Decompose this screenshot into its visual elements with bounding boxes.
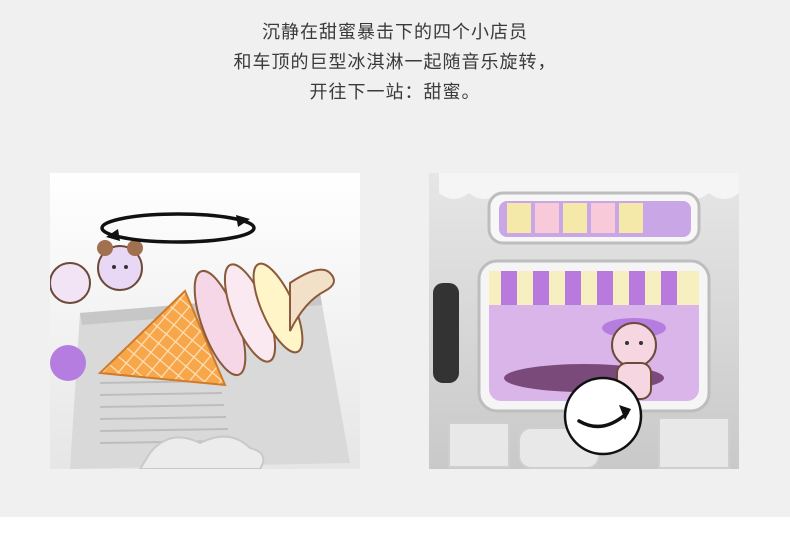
bottom-band bbox=[0, 517, 790, 537]
caption: 沉静在甜蜜暴击下的四个小店员 和车顶的巨型冰淇淋一起随音乐旋转， 开往下一站：甜… bbox=[0, 18, 790, 108]
caption-line-2: 和车顶的巨型冰淇淋一起随音乐旋转， bbox=[233, 52, 557, 73]
caption-line-1: 沉静在甜蜜暴击下的四个小店员 bbox=[262, 22, 528, 43]
photo-roof-ice-cream bbox=[50, 173, 360, 469]
caption-line-3: 开往下一站：甜蜜。 bbox=[309, 82, 481, 103]
photo-shop-window bbox=[429, 173, 739, 469]
rotate-arrows-icon bbox=[100, 212, 256, 244]
rotate-arrow-circle-icon bbox=[563, 376, 643, 456]
